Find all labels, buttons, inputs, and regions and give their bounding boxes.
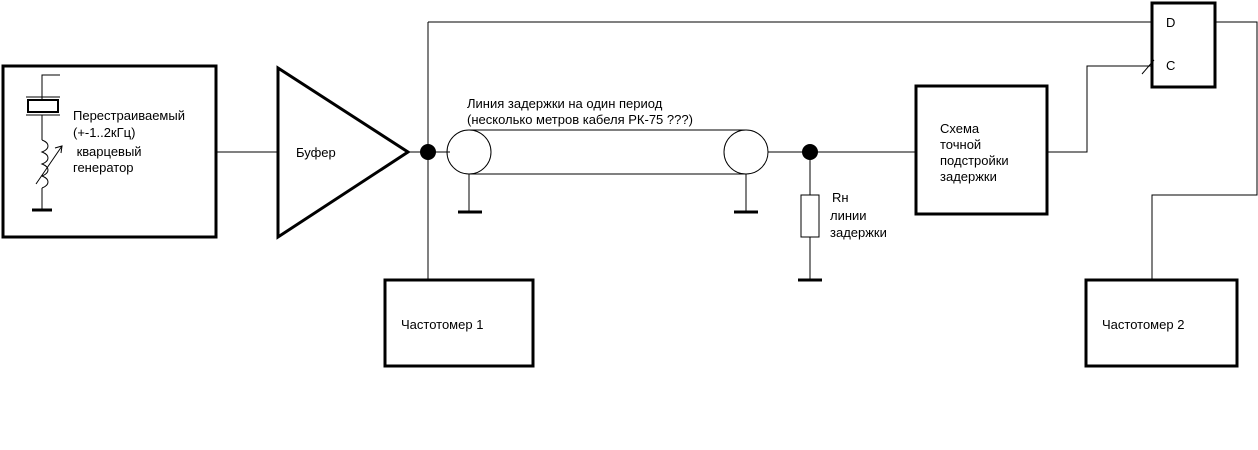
d-flipflop-block bbox=[1150, 1, 1217, 89]
generator-label-1: Перестраиваемый bbox=[73, 108, 185, 123]
coax-delay-line-icon bbox=[446, 129, 769, 214]
delay-line-label-1: Линия задержки на один период bbox=[467, 96, 663, 111]
junction-dot-buffer bbox=[420, 144, 436, 160]
buffer-label: Буфер bbox=[296, 145, 336, 160]
counter2-block bbox=[1084, 278, 1239, 368]
wire-tuning-clock bbox=[1047, 65, 1152, 153]
generator-label-3: кварцевый bbox=[73, 144, 142, 159]
delay-line-label-2: (несколько метров кабеля РК-75 ???) bbox=[467, 112, 693, 127]
fine-tuning-label-1: Схема bbox=[940, 121, 980, 136]
flipflop-d-label: D bbox=[1166, 15, 1175, 30]
flipflop-c-label: C bbox=[1166, 58, 1175, 73]
counter1-block bbox=[383, 278, 535, 368]
variable-inductor-icon bbox=[35, 139, 63, 210]
buffer-triangle bbox=[276, 65, 411, 240]
crystal-resonator-icon bbox=[26, 74, 60, 140]
resistor-label-2: линии bbox=[830, 208, 867, 223]
counter1-label: Частотомер 1 bbox=[401, 317, 483, 332]
fine-tuning-block bbox=[914, 84, 1049, 216]
wire-flipflop-counter2 bbox=[1151, 21, 1258, 280]
resistor-label-1: Rн bbox=[832, 190, 849, 205]
generator-label-4: генератор bbox=[73, 160, 134, 175]
junction-dot-delay-output bbox=[802, 144, 818, 160]
fine-tuning-label-2: точной bbox=[940, 137, 981, 152]
generator-label-2: (+-1..2кГц) bbox=[73, 125, 135, 140]
fine-tuning-label-3: подстройки bbox=[940, 153, 1009, 168]
clock-edge-icon bbox=[1141, 59, 1155, 75]
load-resistor-icon bbox=[800, 194, 820, 238]
fine-tuning-label-4: задержки bbox=[940, 169, 997, 184]
resistor-label-3: задержки bbox=[830, 225, 887, 240]
counter2-label: Частотомер 2 bbox=[1102, 317, 1184, 332]
